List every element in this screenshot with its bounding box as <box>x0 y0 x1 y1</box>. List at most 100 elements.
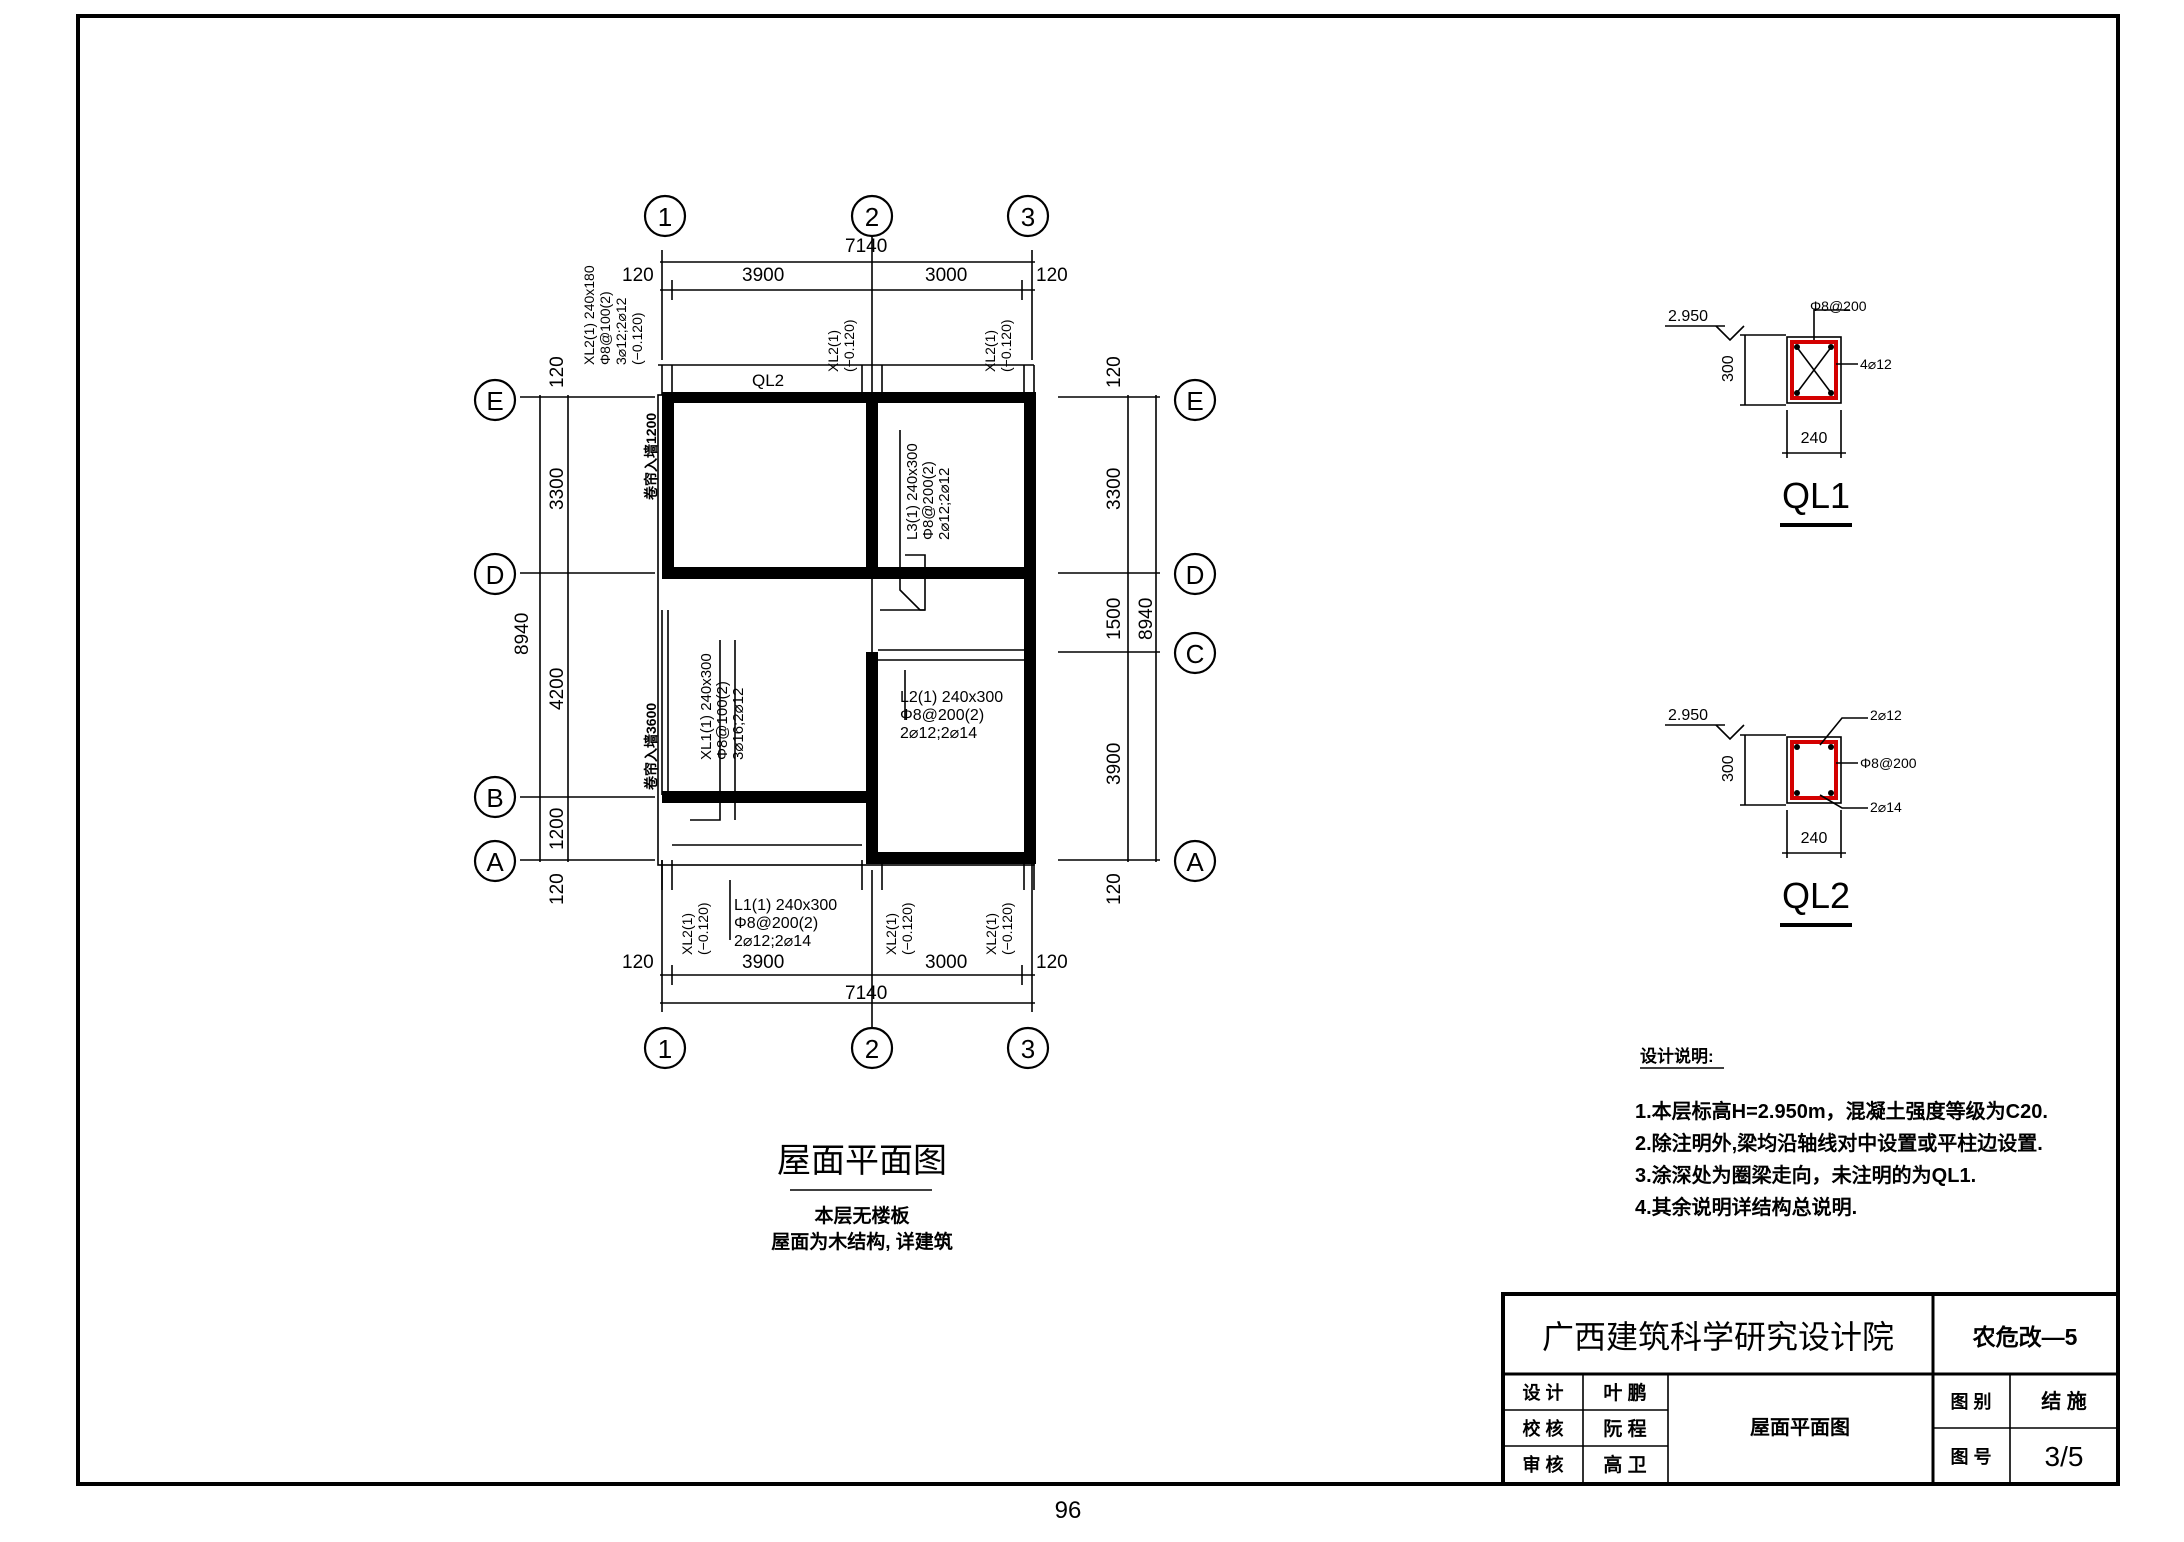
dim-right: 120 3300 1500 3900 120 8940 <box>1058 356 1160 905</box>
svg-text:XL2(1): XL2(1) <box>982 330 998 372</box>
svg-text:3⌀16;2⌀12: 3⌀16;2⌀12 <box>730 688 747 760</box>
axis-bubbles-top: 1 2 3 <box>643 194 1050 238</box>
dim-right-1500: 1500 <box>1104 598 1125 640</box>
ql1-elev: 2.950 <box>1668 308 1708 325</box>
axis-bubbles-bottom: 1 2 3 <box>643 1026 1050 1070</box>
beam-xl2-bottom-left: XL2(1) (−0.120) <box>679 902 711 955</box>
axis-E-left: E <box>486 386 503 416</box>
design-notes: 设计说明: 1.本层标高H=2.950m，混凝土强度等级为C20. 2.除注明外… <box>1635 1046 2048 1219</box>
design-notes-heading: 设计说明: <box>1640 1046 1714 1066</box>
ql2-elev: 2.950 <box>1668 707 1708 724</box>
name-design: 叶 鹏 <box>1603 1381 1646 1404</box>
svg-text:XL2(1): XL2(1) <box>825 330 841 372</box>
plan-note-1: 本层无楼板 <box>814 1204 910 1227</box>
axis-2-top: 2 <box>865 202 879 232</box>
dim-bottom-120-left: 120 <box>622 952 654 973</box>
dim-top: 7140 120 3900 3000 120 <box>622 236 1068 395</box>
beam-xl2-bottom-right: XL2(1) (−0.120) <box>983 902 1015 955</box>
axis-B-left: B <box>486 783 503 813</box>
svg-text:(−0.120): (−0.120) <box>899 902 915 955</box>
dim-left-120-bottom: 120 <box>547 873 568 905</box>
svg-text:2⌀12;2⌀14: 2⌀12;2⌀14 <box>734 933 811 950</box>
dim-right-3900: 3900 <box>1104 743 1125 785</box>
dim-top-3000: 3000 <box>925 265 967 286</box>
beam-xl2-bottom-mid: XL2(1) (−0.120) <box>883 902 915 955</box>
title-block: 广西建筑科学研究设计院 农危改—5 设 计 叶 鹏 校 核 阮 程 审 核 高 … <box>1501 1292 2120 1486</box>
name-check: 阮 程 <box>1603 1418 1646 1440</box>
ql1-width: 240 <box>1801 430 1828 447</box>
svg-text:2⌀12;2⌀12: 2⌀12;2⌀12 <box>936 468 953 540</box>
ql2-bottom-bars: 2⌀14 <box>1870 799 1902 815</box>
svg-text:(−0.120): (−0.120) <box>841 319 857 372</box>
sheet-border <box>76 14 2120 1486</box>
dim-top-120-left: 120 <box>622 265 654 286</box>
axis-1-top: 1 <box>658 202 672 232</box>
beam-xl2-top-mid: XL2(1) (−0.120) <box>825 319 857 372</box>
ql1-bars: 4⌀12 <box>1860 356 1892 372</box>
plan-title: 屋面平面图 <box>777 1142 947 1180</box>
name-review: 高 卫 <box>1603 1453 1646 1476</box>
beam-l1-label: L1(1) 240x300 Φ8@200(2) 2⌀12;2⌀14 <box>734 897 837 950</box>
section-ql2: 2.950 300 2⌀12 Φ8@200 2⌀14 240 QL2 <box>1665 707 1917 927</box>
category-label: 图 别 <box>1950 1392 1991 1412</box>
beam-l3-label: L3(1) 240x300 Φ8@200(2) 2⌀12;2⌀12 <box>904 443 953 540</box>
svg-text:Φ8@200(2): Φ8@200(2) <box>920 461 937 540</box>
axis-A-right: A <box>1186 847 1204 877</box>
dim-bottom-3900: 3900 <box>742 952 784 973</box>
section-ql1: 2.950 300 Φ8@200 4⌀12 240 QL1 <box>1665 298 1892 527</box>
ql2-stirrup: Φ8@200 <box>1860 755 1917 771</box>
dim-bottom-3000: 3000 <box>925 952 967 973</box>
dim-right-120-bottom: 120 <box>1104 873 1125 905</box>
design-note-3: 3.涂深处为圈梁走向，未注明的为QL1. <box>1635 1163 1976 1187</box>
drawing-name: 屋面平面图 <box>1750 1416 1850 1439</box>
roof-plan: 7140 120 3900 3000 120 1 2 3 120 3900 <box>473 194 1217 1253</box>
beam-xl2-top-left: XL2(1) 240x180 Φ8@100(2) 3⌀12;2⌀12 (−0.1… <box>581 265 645 365</box>
svg-text:2⌀12;2⌀14: 2⌀12;2⌀14 <box>900 725 977 742</box>
label-design: 设 计 <box>1522 1382 1563 1403</box>
number-label: 图 号 <box>1950 1447 1991 1467</box>
ql2-width: 240 <box>1801 830 1828 847</box>
beam-xl1-label: XL1(1) 240x300 Φ8@100(2) 3⌀16;2⌀12 <box>698 653 747 760</box>
ql2-top-bars: 2⌀12 <box>1870 707 1902 723</box>
svg-text:3⌀12;2⌀12: 3⌀12;2⌀12 <box>613 297 629 365</box>
ql2-beam-label: QL2 <box>752 371 784 390</box>
axis-bubbles-right: E D C A <box>1173 378 1217 883</box>
svg-text:Φ8@100(2): Φ8@100(2) <box>597 291 613 365</box>
ql1-stirrup: Φ8@200 <box>1810 298 1867 314</box>
axis-2-bottom: 2 <box>865 1034 879 1064</box>
walls <box>657 364 1036 890</box>
number-value: 3/5 <box>2045 1441 2084 1472</box>
axis-1-bottom: 1 <box>658 1034 672 1064</box>
svg-text:(−0.120): (−0.120) <box>629 312 645 365</box>
dim-bottom-total: 7140 <box>845 983 887 1004</box>
axis-3-bottom: 3 <box>1021 1034 1035 1064</box>
dim-right-3300: 3300 <box>1104 468 1125 510</box>
leaders <box>690 430 926 940</box>
svg-text:XL1(1) 240x300: XL1(1) 240x300 <box>698 653 715 760</box>
dim-left-total: 8940 <box>512 613 533 655</box>
svg-text:Φ8@100(2): Φ8@100(2) <box>714 681 731 760</box>
label-check: 校 核 <box>1522 1418 1563 1439</box>
ql2-height: 300 <box>1720 755 1737 782</box>
design-note-1: 1.本层标高H=2.950m，混凝土强度等级为C20. <box>1635 1099 2048 1123</box>
axis-C-right: C <box>1186 639 1205 669</box>
dim-bottom-120-right: 120 <box>1036 952 1068 973</box>
door-label-3600: 卷帘入墙3600 <box>643 703 659 791</box>
svg-text:(−0.120): (−0.120) <box>695 902 711 955</box>
svg-text:(−0.120): (−0.120) <box>998 319 1014 372</box>
beam-l2-label: L2(1) 240x300 Φ8@200(2) 2⌀12;2⌀14 <box>900 689 1003 742</box>
beam-xl2-top-right: XL2(1) (−0.120) <box>982 319 1014 372</box>
svg-text:Φ8@200(2): Φ8@200(2) <box>900 707 984 724</box>
svg-text:XL2(1): XL2(1) <box>679 913 695 955</box>
institute-name: 广西建筑科学研究设计院 <box>1542 1319 1894 1355</box>
plan-note-2: 屋面为木结构, 详建筑 <box>771 1230 953 1253</box>
ql1-name: QL1 <box>1782 475 1850 516</box>
dim-right-120-top: 120 <box>1104 356 1125 388</box>
ql1-height: 300 <box>1720 355 1737 382</box>
dim-left: 120 3300 4200 1200 120 8940 <box>512 356 655 905</box>
dim-left-4200: 4200 <box>547 668 568 710</box>
dim-top-120-right: 120 <box>1036 265 1068 286</box>
label-review: 审 核 <box>1522 1454 1563 1475</box>
axis-D-right: D <box>1186 560 1205 590</box>
